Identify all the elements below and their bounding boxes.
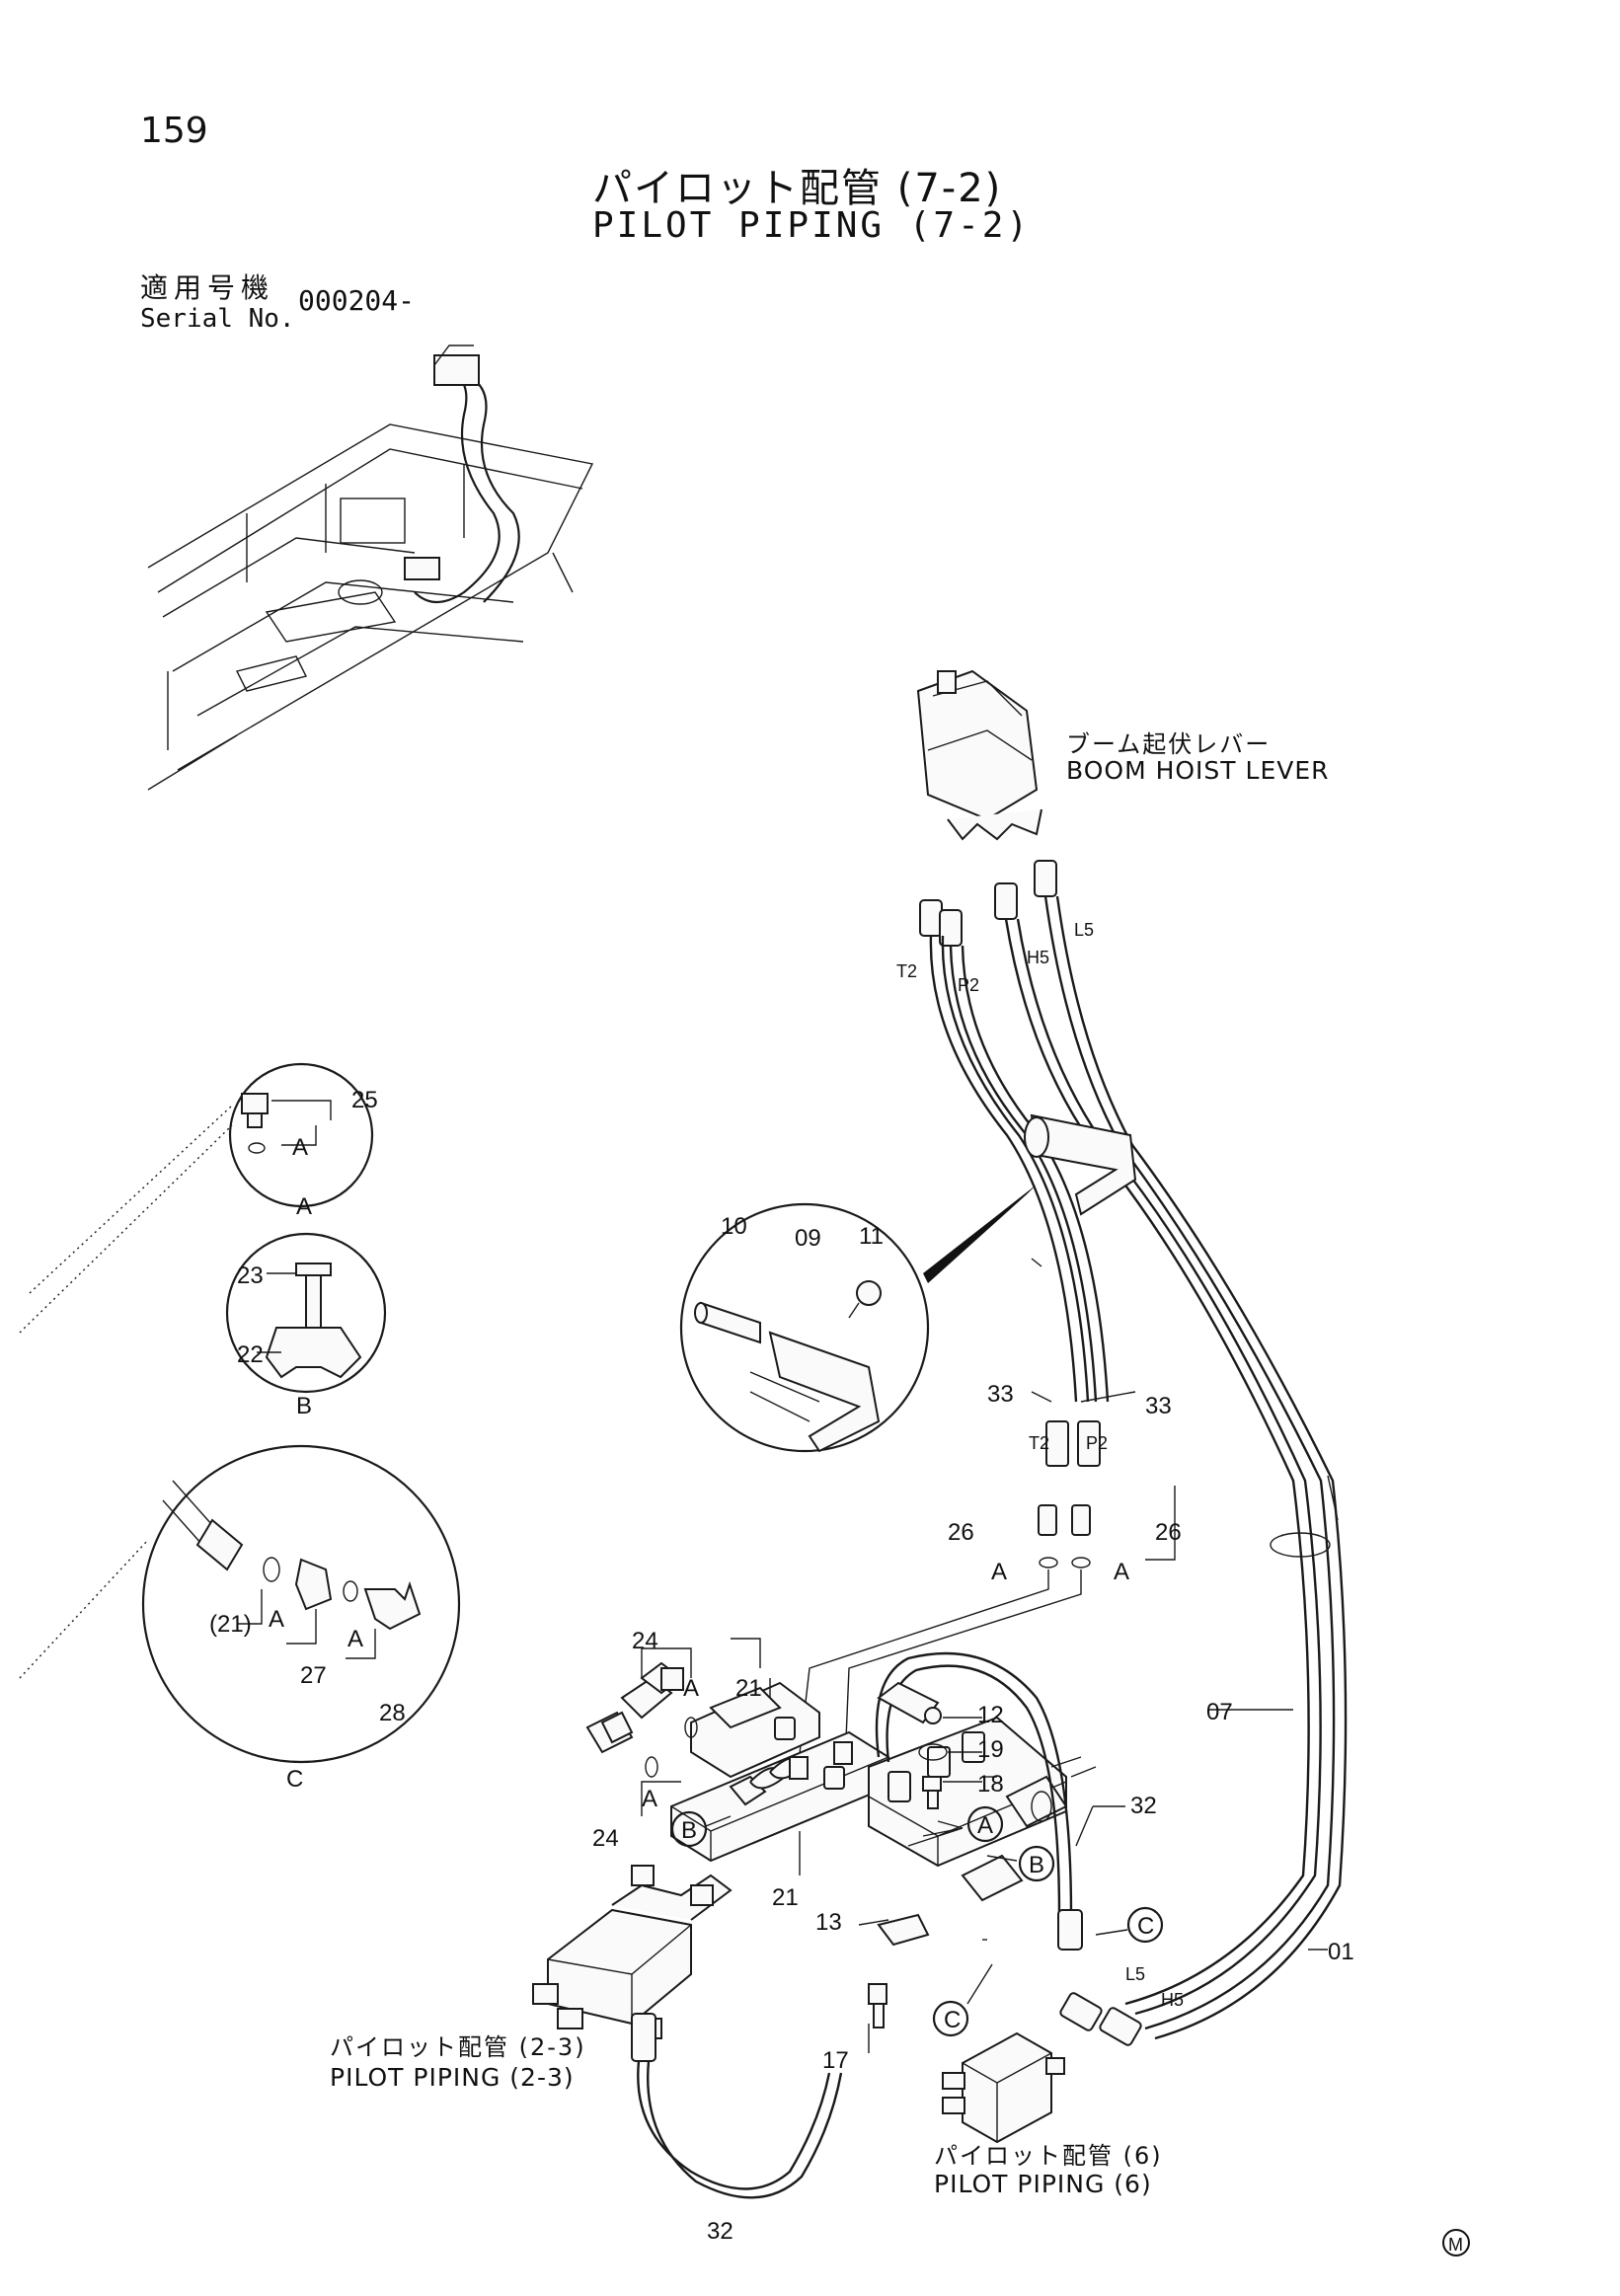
part-number-33-left: 33 [987, 1381, 1014, 1408]
part-number-26-right: 26 [1155, 1519, 1182, 1546]
part-number-24-bottom: 24 [592, 1825, 619, 1852]
maker-mark: M [1448, 2235, 1463, 2255]
pilot-piping-2-3-label-jp: パイロット配管 (2-3) [330, 2033, 586, 2061]
part-number-21-paren: (21) [209, 1611, 252, 1638]
part-number-12: 12 [977, 1702, 1004, 1728]
part-number-27: 27 [300, 1662, 327, 1689]
part-number-21-bottom: 21 [772, 1884, 799, 1911]
diagram-text: 25 A A 23 22 B (21) A 27 A 28 C 10 09 11… [209, 920, 1470, 2257]
view-ref-c-right: C [1137, 1913, 1154, 1940]
boom-hoist-lever-label-en: BOOM HOIST LEVER [1066, 756, 1330, 785]
part-number-23: 23 [237, 1263, 264, 1289]
pilot-piping-6-label-jp: パイロット配管 (6) [934, 2142, 1163, 2170]
view-ref-b-left: B [681, 1817, 697, 1844]
port-tag-t2-bottom: T2 [1029, 1433, 1049, 1453]
page-number: 159 [140, 111, 208, 151]
port-tag-l5-bottom: L5 [1125, 1964, 1145, 1984]
overview-frame-drawing [147, 344, 594, 791]
detail-c-view [19, 1444, 461, 1764]
part-number-33-right: 33 [1145, 1393, 1172, 1419]
pilot-piping-6-label-en: PILOT PIPING (6) [934, 2170, 1152, 2198]
port-tag-t2-top: T2 [896, 961, 917, 981]
port-tag-p2-top: P2 [958, 975, 979, 995]
part-number-13: 13 [815, 1909, 842, 1936]
part-number-22: 22 [237, 1341, 264, 1368]
view-reference-markers [670, 1805, 1164, 2037]
view-ref-a-26-left: A [991, 1559, 1007, 1585]
port-tag-h5-top: H5 [1027, 948, 1049, 967]
part-number-18: 18 [977, 1771, 1004, 1798]
pilot-piping-2-3-label-en: PILOT PIPING (2-3) [330, 2063, 575, 2092]
port-tag-h5-bottom: H5 [1161, 1990, 1184, 2010]
detail-a-view [19, 1062, 374, 1334]
part-number-19: 19 [977, 1736, 1004, 1763]
clamp-detail-view [679, 1185, 1037, 1453]
port-tag-l5-top: L5 [1074, 920, 1094, 940]
page-title-jp: パイロット配管 (7-2) [592, 166, 1003, 211]
part-number-24-top: 24 [632, 1628, 658, 1654]
serial-number-value: 000204- [298, 284, 416, 317]
leader-lines [641, 1258, 1328, 2053]
serial-label-en: Serial No. [140, 304, 295, 334]
view-ref-a-24-top: A [683, 1675, 699, 1702]
port-tag-p2-bottom: P2 [1086, 1433, 1108, 1453]
part-number-07: 07 [1206, 1699, 1233, 1725]
part-number-10: 10 [721, 1213, 747, 1240]
part-number-17: 17 [822, 2047, 849, 2074]
part-number-26-left: 26 [948, 1519, 974, 1546]
valve-block-assembly [532, 1651, 1142, 2199]
part-number-28: 28 [379, 1700, 406, 1726]
detail-b-view [225, 1232, 387, 1394]
maker-mark-circle [1442, 2229, 1470, 2257]
part-number-25: 25 [351, 1087, 378, 1113]
view-ref-a-24-bottom: A [642, 1786, 657, 1812]
view-ref-a-26-right: A [1114, 1559, 1129, 1585]
detail-a-caption: A [296, 1193, 312, 1220]
part-number-32-right: 32 [1130, 1793, 1157, 1819]
view-ref-b-block: B [1029, 1852, 1044, 1878]
boom-hoist-lever-drawing [916, 669, 1057, 947]
view-ref-a-block: A [977, 1812, 993, 1839]
boom-hoses [794, 895, 1348, 2040]
detail-c-ref-a-2: A [347, 1626, 363, 1652]
boom-hoist-lever-label-jp: ブーム起伏レバー [1066, 730, 1272, 758]
detail-c-ref-a-1: A [269, 1606, 284, 1633]
part-number-01: 01 [1328, 1939, 1354, 1965]
part-number-09: 09 [795, 1225, 821, 1252]
detail-a-ref-inner: A [292, 1134, 308, 1161]
part-number-11: 11 [859, 1223, 884, 1250]
view-ref-c-bottom: C [944, 2007, 961, 2033]
part-number-21-top: 21 [735, 1675, 762, 1702]
serial-label-jp: 適用号機 [140, 271, 275, 304]
part-number-32-bottom: 32 [707, 2218, 733, 2245]
detail-b-caption: B [296, 1393, 312, 1419]
detail-c-caption: C [286, 1766, 303, 1793]
page-title-en: PILOT PIPING (7-2) [592, 205, 1032, 246]
